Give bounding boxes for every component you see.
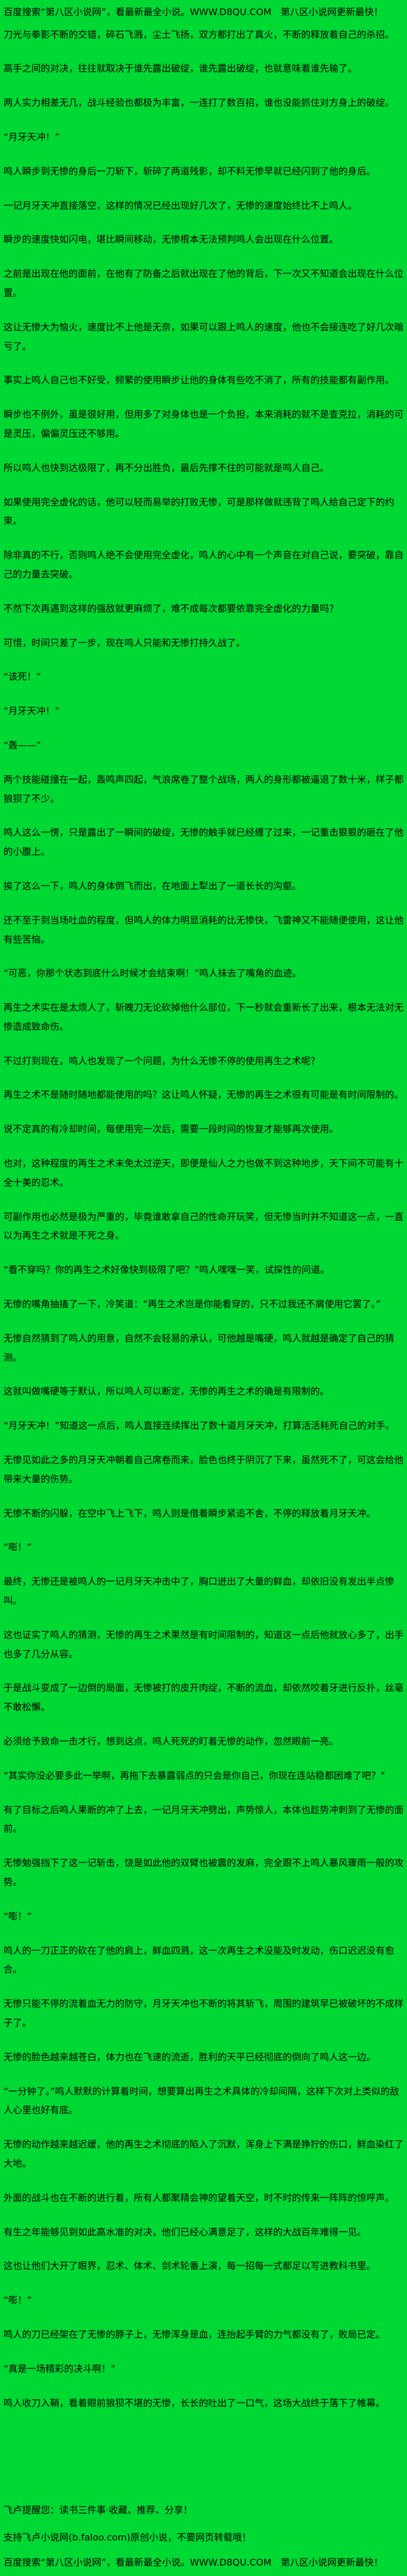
faloo-support-text: 支持飞卢小说网(b.faloo.com)原创小说，不要网页转载哦！ [3, 2531, 252, 2543]
novel-content: 刀光与拳影不断的交错，碎石飞溅，尘土飞扬，双方都打出了真火，不断的释放着自己的杀… [3, 26, 404, 2491]
paragraph: 无惨的脸色越来越苍白，体力也在飞速的流逝，胜利的天平已经彻底的倒向了鸣人这一边。 [3, 2051, 376, 2063]
paragraph: 这也证实了鸣人的猜测，无惨的再生之术果然是有时间限制的，知道这一点后他就放心多了… [3, 1629, 404, 1660]
paragraph: 还不至于到当场吐血的程度，但鸣人的体力明显消耗的比无惨快，飞雷神又不能随便使用，… [3, 914, 404, 945]
paragraph: 再生之术不是随时随地都能使用的吗？这让鸣人怀疑，无惨的再生之术很有可能是有时间限… [3, 1089, 404, 1101]
paragraph: 可惜，时间只差了一步，现在鸣人只能和无惨打持久战了。 [3, 637, 246, 648]
paragraph: 两人实力相差无几，战斗经验也都极为丰富，一连打了数百招，谁也没能抓住对方身上的破… [3, 97, 395, 109]
paragraph: 这就叫做嘴硬等于默认，所以鸣人可以断定，无惨的再生之术的确是有限制的。 [3, 1386, 330, 1397]
paragraph: 一记月牙天冲直接落空，这样的情况已经出现好几次了，无惨的速度始终比不上鸣人。 [3, 199, 358, 211]
paragraph: “真是一场精彩的决斗啊！” [3, 2363, 116, 2374]
paragraph: “轰——” [3, 739, 41, 751]
paragraph: 之前是出现在他的面前，在他有了防备之后就出现在了他的背后，下一次又不知道会出现在… [3, 268, 404, 298]
paragraph: 无惨不断的闪躲，在空中飞上飞下，鸣人则是借着瞬步紧追不舍，不停的释放着月牙天冲。 [3, 1507, 376, 1519]
paragraph: 无惨只能不停的流着血无力的防守，月牙天冲也不断的将其斩飞，周围的建筑早已被破坏的… [3, 1998, 404, 2028]
paragraph: “嘭！” [3, 1542, 32, 1553]
paragraph: 挨了这么一下，鸣人的身体倒飞而出，在地面上犁出了一道长长的沟壑。 [3, 880, 302, 891]
paragraph: “月牙天冲！”知道这一点后，鸣人直接连续挥出了数十道月牙天冲，打算活活耗死自己的… [3, 1420, 395, 1432]
paragraph: 无惨的嘴角抽搐了一下，冷笑道：“再生之术岂是你能看穿的，只不过我还不屑使用它罢了… [3, 1298, 381, 1310]
paragraph: 有了目标之后鸣人果断的冲了上去，一记月牙天冲劈出，声势惊人，本体也趁势冲刺到了无… [3, 1804, 404, 1835]
paragraph: 不过打到现在，鸣人也发现了一个问题，为什么无惨不停的使用再生之术呢？ [3, 1055, 320, 1066]
paragraph: 这让无惨大为恼火，速度比不上他是无奈，如果可以跟上鸣人的速度，他也不会接连吃了好… [3, 321, 404, 352]
paragraph: 除非真的不行，否则鸣人绝不会使用完全虚化，鸣人的心中有一个声音在对自己说，要突破… [3, 550, 404, 580]
paragraph: 鸣人这么一愣，只是露出了一瞬间的破绽，无惨的触手就已经缠了过来，一记重击狠狠的砸… [3, 827, 404, 858]
bottom-promo-text: 百度搜索“第八区小说网”，看最新最全小说。WWW.D8QU.COM 第八区小说网… [3, 2557, 383, 2568]
paragraph: 也对，这种程度的再生之术未免太过逆天，即便是仙人之力也做不到这种地步，天下间不可… [3, 1158, 404, 1188]
paragraph: “月牙天冲！” [3, 705, 60, 717]
paragraph: “其实你没必要多此一举啊，再拖下去暴露弱点的只会是你自己，你现在连站稳都困难了吧… [3, 1769, 385, 1781]
paragraph: 如果使用完全虚化的话，他可以轻而易举的打败无惨，可是那样做就违背了鸣人给自己定下… [3, 496, 395, 527]
paragraph: 无惨见如此之多的月牙天冲朝着自己席卷而来，脸色也终于阴沉了下来，虽然死不了，可这… [3, 1454, 404, 1485]
paragraph: 无惨自然猜到了鸣人的用意，自然不会轻易的承认，可他越是嘴硬，鸣人就越是确定了自己… [3, 1332, 395, 1363]
paragraph: 两个技能碰撞在一起，轰鸣声四起，气浪席卷了整个战场，两人的身形都被逼退了数十米，… [3, 773, 404, 804]
paragraph: 于是战斗变成了一边倒的局面，无惨被打的皮开肉绽，不断的流血，却依然咬着牙进行反扑… [3, 1682, 404, 1713]
paragraph: 无惨勉强挡下了这一记斩击，饶是如此他的双臂也被震的发麻，完全跟不上鸣人暴风骤雨一… [3, 1857, 404, 1888]
paragraph: 不然下次再遇到这样的强敌就更麻烦了，难不成每次都要依靠完全虚化的力量吗？ [3, 602, 339, 614]
paragraph: “看不穿吗？你的再生之术好像快到极限了吧？”鸣人嘿嘿一笑，试探性的问道。 [3, 1264, 330, 1276]
paragraph: 瞬步也不例外，虽是很好用，但用多了对身体也是一个负担，本来消耗的就不是查克拉，消… [3, 409, 404, 439]
paragraph: 鸣人瞬步到无惨的身后一刀斩下，斩碎了两道残影，却不料无惨早就已经闪到了他的身后。 [3, 165, 376, 177]
paragraph: 鸣人的一刀正正的砍在了他的肩上，鲜血四溅，这一次再生之术没能及时发动，伤口迟迟没… [3, 1945, 395, 1975]
paragraph: 高手之间的对决，往往就取决于谁先露出破绽，谁先露出破绽，也就意味着谁先输了。 [3, 63, 358, 74]
paragraph: 必须给予致命一击才行，想到这点，鸣人死死的盯着无惨的动作，忽然眼前一亮。 [3, 1736, 339, 1747]
page-footer: 飞卢提醒您：读书三件事·收藏、推荐、分享！ 支持飞卢小说网(b.faloo.co… [3, 2501, 404, 2570]
paragraph: 说不定真的有冷却时间，每使用完一次后，需要一段时间的恢复才能够再次使用。 [3, 1123, 339, 1135]
paragraph: 再生之术实在是太烦人了，斩魄刀无论砍掉他什么部位，下一秒就会重新长了出来，根本无… [3, 1002, 404, 1032]
paragraph: “该死！” [3, 671, 41, 683]
paragraph: 最终，无惨还是被鸣人的一记月牙天冲击中了，胸口迸出了大量的鲜血，却依旧没有发出半… [3, 1576, 395, 1607]
paragraph: “一分钟了。”鸣人默默的计算着时间，想要算出再生之术具体的冷却间隔，这样下次对上… [3, 2085, 399, 2116]
paragraph: 可副作用也必然是极为严重的，毕竟谁敢拿自己的性命开玩笑，但无惨当时并不知道这一点… [3, 1211, 404, 1241]
paragraph: 鸣人的刀已经架在了无惨的脖子上，无惨浑身是血，连抬起手臂的力气都没有了，败局已定… [3, 2328, 385, 2340]
paragraph: 所以鸣人也快到达极限了，再不分出胜负，最后先撑不住的可能就是鸣人自己。 [3, 462, 330, 473]
paragraph: “月牙天冲！” [3, 131, 60, 142]
paragraph: “可恶，你那个状态到底什么时候才会结束啊！”鸣人抹去了嘴角的血迹。 [3, 968, 302, 979]
paragraph: 这也让他们大开了眼界，忍术、体术、剑术轮番上演，每一招每一式都足以写进教科书里。 [3, 2260, 376, 2272]
paragraph: 瞬步的速度快如闪电，堪比瞬间移动，无惨根本无法预判鸣人会出现在什么位置。 [3, 234, 339, 245]
paragraph: 有生之年能够见到如此高水准的对决，他们已经心满意足了，这样的大战百年难得一见。 [3, 2226, 367, 2238]
top-promo-text: 百度搜索“第八区小说网”，看最新最全小说。WWW.D8QU.COM 第八区小说网… [3, 6, 383, 17]
paragraph: 事实上鸣人自己也不好受，频繁的使用瞬步让他的身体有些吃不消了，所有的技能都有副作… [3, 374, 395, 386]
paragraph: 无惨的动作越来越迟缓，他的再生之术彻底的陷入了沉默，浑身上下满是狰狞的伤口，鲜血… [3, 2139, 404, 2169]
faloo-reminder-text: 飞卢提醒您：读书三件事·收藏、推荐、分享！ [3, 2504, 193, 2516]
paragraph: 刀光与拳影不断的交错，碎石飞溅，尘土飞扬，双方都打出了真火，不断的释放着自己的杀… [3, 28, 395, 40]
paragraph: “嘭！” [3, 1910, 32, 1922]
paragraph: 外面的战斗也在不断的进行着，所有人都聚精会神的望着天空，时不时的传来一阵阵的惊呼… [3, 2192, 395, 2203]
paragraph: “嘭！” [3, 2295, 32, 2306]
paragraph: 鸣人收刀入鞘，看着眼前狼狈不堪的无惨，长长的吐出了一口气，这场大战终于落下了帷幕… [3, 2397, 385, 2409]
